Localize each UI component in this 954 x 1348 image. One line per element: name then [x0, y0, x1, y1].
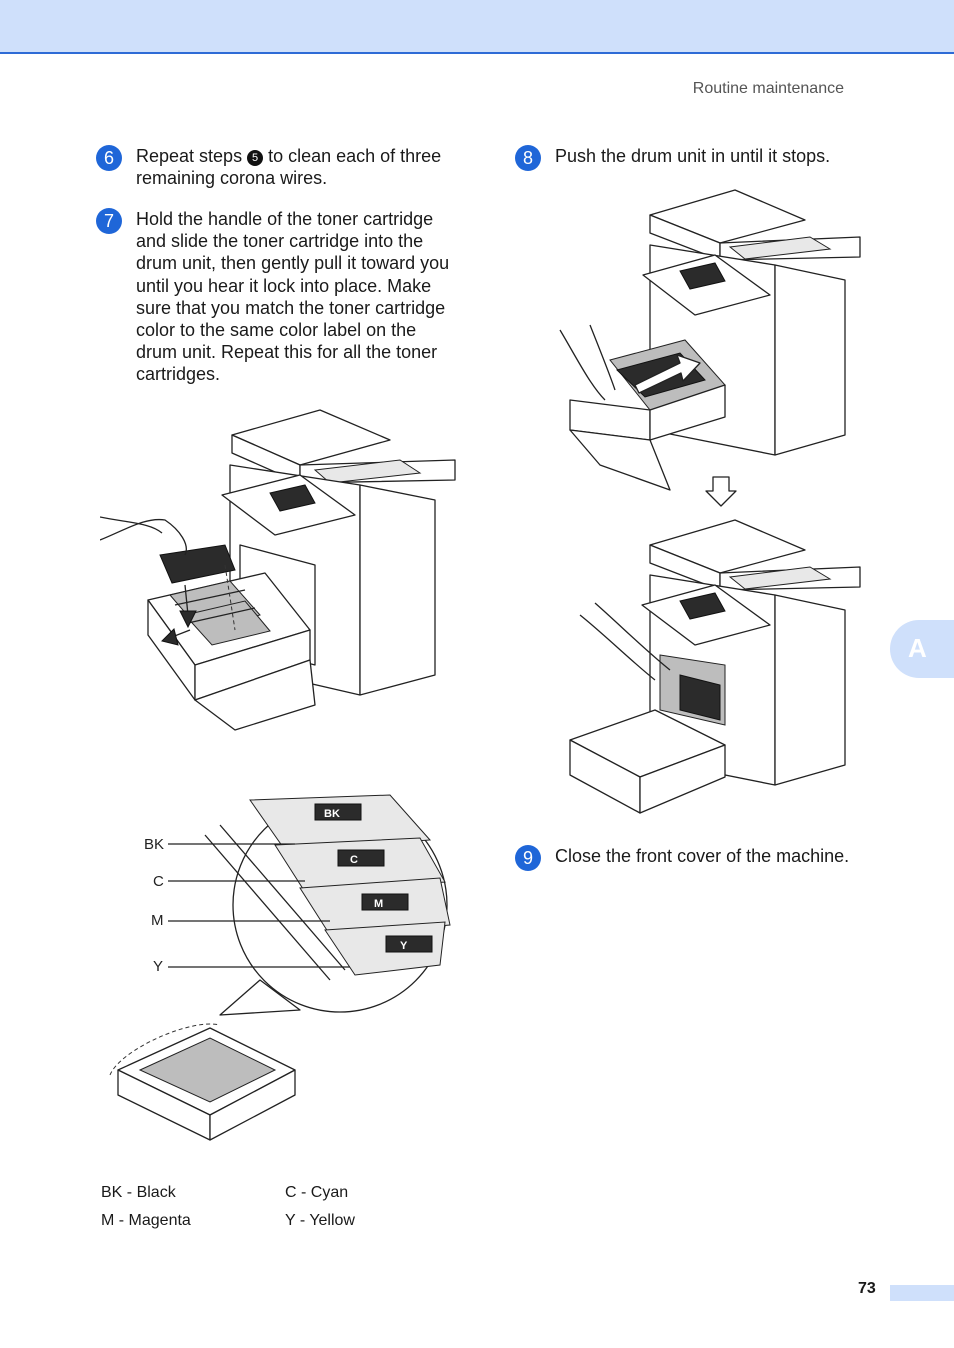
legend-black: BK - Black	[101, 1184, 176, 1201]
page-number: 73	[858, 1280, 876, 1297]
step-6-text: Repeat steps 5 to clean each of three re…	[136, 146, 442, 189]
callout-c: C	[153, 873, 164, 890]
step-7: 7 Hold the handle of the toner cartridge…	[96, 208, 476, 388]
cartridge-label-y: Y	[400, 940, 408, 952]
step-reference-icon: 5	[247, 150, 264, 166]
step-number-8: 8	[515, 145, 541, 171]
step-9-text: Close the front cover of the machine.	[555, 846, 850, 866]
color-label-zoom-illustration: BK C M Y	[109, 794, 451, 1141]
cartridge-label-c: C	[350, 854, 358, 866]
page-number-tab	[890, 1285, 954, 1301]
appendix-tab-letter: A	[908, 633, 927, 663]
callout-m: M	[151, 912, 164, 929]
step-8-text: Push the drum unit in until it stops.	[555, 146, 831, 166]
cartridge-label-m: M	[374, 898, 383, 910]
callout-bk: BK	[144, 836, 165, 853]
step-number-6: 6	[96, 145, 122, 171]
appendix-tab: A	[890, 620, 954, 678]
step-8: 8 Push the drum unit in until it stops.	[515, 145, 875, 175]
drum-installed-illustration	[569, 519, 861, 814]
legend-magenta: M - Magenta	[101, 1212, 191, 1229]
legend-cyan: C - Cyan	[285, 1184, 349, 1201]
push-drum-illustration	[559, 189, 861, 491]
step-number-9: 9	[515, 845, 541, 871]
toner-insertion-illustration	[100, 409, 456, 731]
step-6: 6 Repeat steps 5 to clean each of three …	[96, 145, 476, 195]
legend-yellow: Y - Yellow	[285, 1212, 355, 1229]
step-number-7: 7	[96, 208, 122, 234]
cartridge-label-bk: BK	[324, 808, 340, 820]
step-7-text: Hold the handle of the toner cartridge a…	[136, 209, 450, 385]
running-title: Routine maintenance	[692, 80, 844, 97]
down-arrow-icon	[705, 476, 737, 507]
top-band	[0, 0, 954, 54]
callout-y: Y	[153, 958, 164, 975]
step-9: 9 Close the front cover of the machine.	[515, 845, 875, 875]
